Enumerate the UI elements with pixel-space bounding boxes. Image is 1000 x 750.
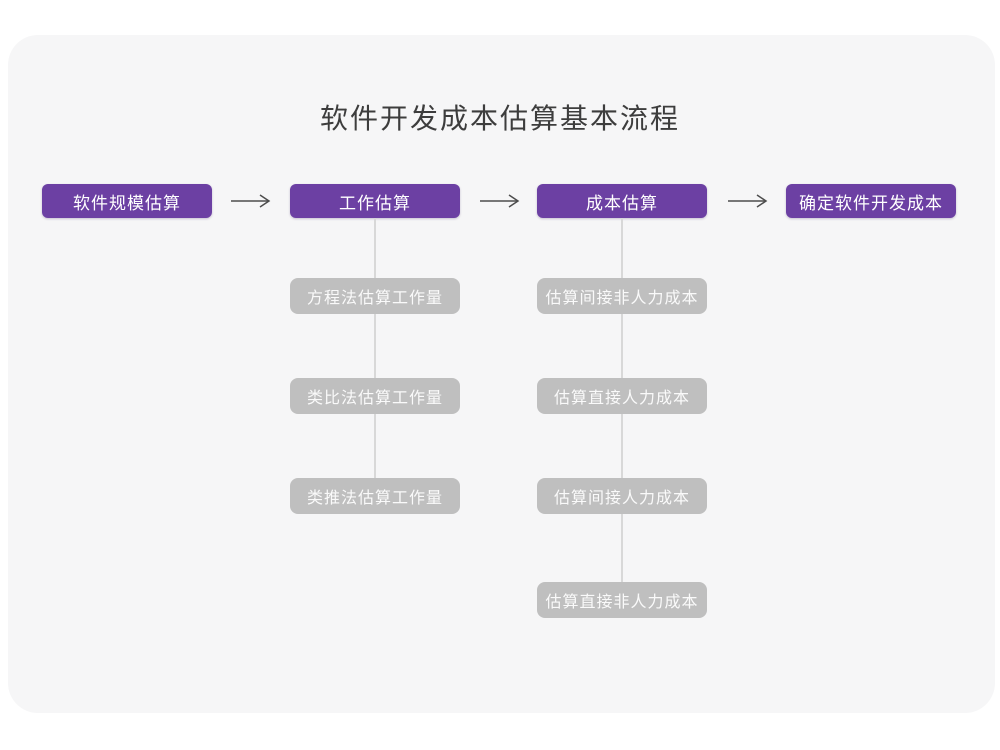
subnode-cost-step: 估算间接人力成本 — [537, 478, 707, 514]
subnode-effort-method: 类推法估算工作量 — [290, 478, 460, 514]
stage-label: 软件规模估算 — [73, 193, 181, 213]
right-arrow-icon — [480, 194, 520, 208]
subnode-label: 类比法估算工作量 — [306, 390, 443, 407]
subnode-cost-step: 估算直接人力成本 — [537, 378, 707, 414]
stage-node-determine-development-cost: 确定软件开发成本 — [786, 184, 956, 218]
subnode-label: 估算直接人力成本 — [553, 390, 690, 407]
subnode-label: 类推法估算工作量 — [306, 490, 443, 507]
subnode-cost-step: 估算直接非人力成本 — [537, 582, 707, 618]
diagram-canvas — [8, 35, 995, 713]
stage-node-cost-estimation: 成本估算 — [537, 184, 707, 218]
subnode-label: 估算间接非人力成本 — [545, 290, 699, 307]
subnode-label: 方程法估算工作量 — [306, 290, 443, 307]
stage-label: 成本估算 — [586, 193, 658, 213]
subnode-effort-method: 类比法估算工作量 — [290, 378, 460, 414]
subnode-label: 估算直接非人力成本 — [545, 594, 699, 611]
subnode-cost-step: 估算间接非人力成本 — [537, 278, 707, 314]
stage-label: 确定软件开发成本 — [799, 193, 943, 213]
subnode-effort-method: 方程法估算工作量 — [290, 278, 460, 314]
stage-node-software-size-estimation: 软件规模估算 — [42, 184, 212, 218]
subnode-label: 估算间接人力成本 — [553, 490, 690, 507]
stage-node-effort-estimation: 工作估算 — [290, 184, 460, 218]
right-arrow-icon — [728, 194, 768, 208]
right-arrow-icon — [231, 194, 271, 208]
connector-line-effort-branch — [374, 218, 376, 478]
page-title: 软件开发成本估算基本流程 — [319, 103, 680, 134]
stage-label: 工作估算 — [339, 193, 411, 213]
